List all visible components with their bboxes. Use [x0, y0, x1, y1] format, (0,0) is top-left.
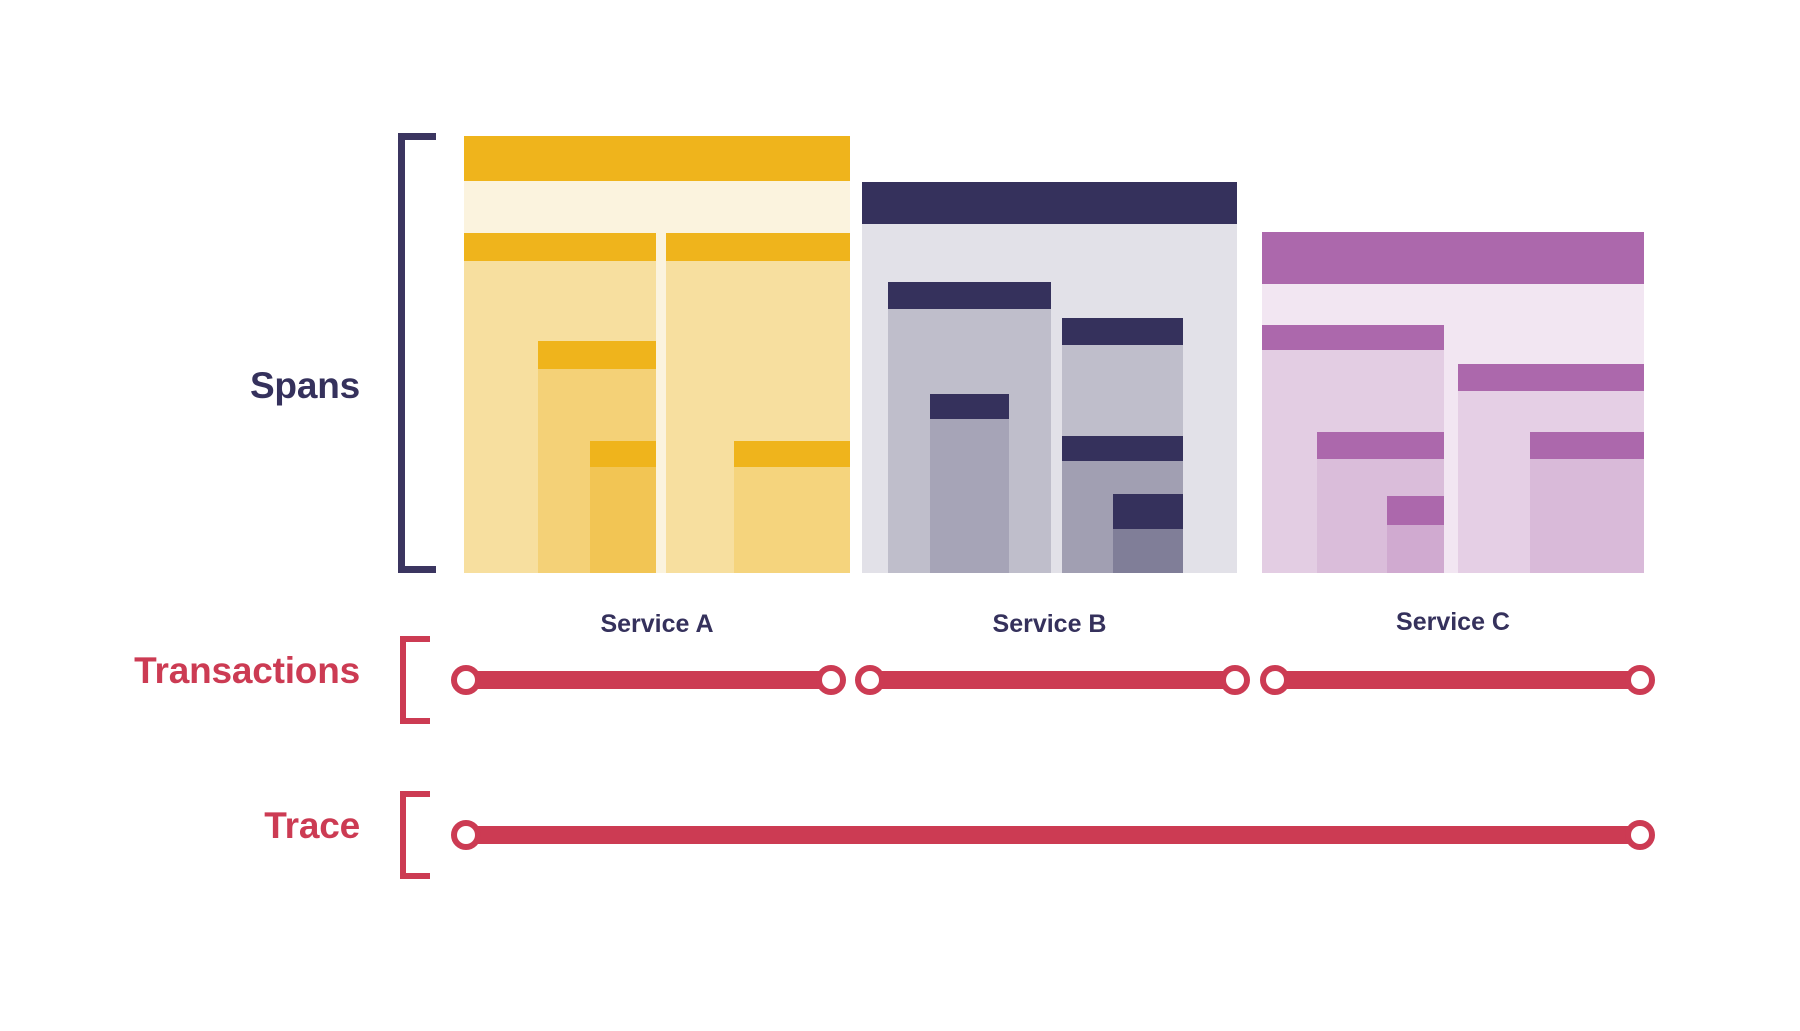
trace-node-start[interactable]	[451, 820, 481, 850]
span-head	[1062, 318, 1183, 345]
span-body	[666, 233, 850, 573]
span-head	[464, 136, 850, 181]
span-head	[1317, 432, 1444, 459]
row-label-spans: Spans	[249, 365, 360, 406]
span-head	[1387, 496, 1444, 525]
row-label-transactions: Transactions	[134, 650, 360, 691]
service-caption-a: Service A	[600, 610, 714, 638]
span-head	[930, 394, 1009, 419]
bracket-trace	[400, 791, 430, 879]
span-service-a-child-4[interactable]	[590, 441, 656, 573]
transaction-node-a-start[interactable]	[451, 665, 481, 695]
transaction-node-c-end[interactable]	[1625, 665, 1655, 695]
span-head	[464, 233, 656, 261]
span-body	[464, 233, 656, 573]
service-caption-c: Service C	[1396, 608, 1510, 636]
span-head	[888, 282, 1051, 309]
span-service-a-child-2[interactable]	[666, 233, 850, 573]
transaction-node-c-start[interactable]	[1260, 665, 1290, 695]
span-head	[1262, 232, 1644, 284]
span-head	[538, 341, 656, 369]
transaction-segment-service-c[interactable]	[1268, 671, 1643, 689]
span-body	[1262, 232, 1644, 573]
bracket-spans	[398, 133, 436, 573]
span-service-c-child-3[interactable]	[1387, 496, 1444, 573]
span-body	[930, 394, 1009, 573]
span-service-c-child-4[interactable]	[1458, 364, 1644, 573]
service-block-service-b	[862, 182, 1237, 573]
span-service-a-root[interactable]	[464, 136, 850, 573]
span-head	[862, 182, 1237, 224]
span-body	[888, 282, 1051, 573]
span-head	[734, 441, 850, 467]
transaction-segment-service-b[interactable]	[863, 671, 1238, 689]
transaction-node-a-end[interactable]	[816, 665, 846, 695]
trace-segment[interactable]	[459, 826, 1643, 844]
span-service-c-child-5[interactable]	[1530, 432, 1644, 573]
service-caption-b: Service B	[992, 610, 1107, 638]
span-service-b-child-1[interactable]	[888, 282, 1051, 573]
span-service-b-child-2[interactable]	[930, 394, 1009, 573]
span-head	[666, 233, 850, 261]
service-block-service-a	[464, 136, 850, 573]
span-body	[464, 136, 850, 573]
trace-node-end[interactable]	[1625, 820, 1655, 850]
bracket-transactions	[400, 636, 430, 724]
span-head	[1458, 364, 1644, 391]
span-head	[590, 441, 656, 467]
row-label-trace: Trace	[264, 805, 360, 846]
span-service-c-root[interactable]	[1262, 232, 1644, 573]
span-body	[1458, 364, 1644, 573]
span-head	[1262, 325, 1444, 350]
span-service-a-child-1[interactable]	[464, 233, 656, 573]
span-service-b-child-5[interactable]	[1113, 494, 1183, 573]
span-head	[1113, 494, 1183, 529]
span-head	[1062, 436, 1183, 461]
transaction-node-b-start[interactable]	[855, 665, 885, 695]
transaction-segment-service-a[interactable]	[459, 671, 834, 689]
service-block-service-c	[1262, 232, 1644, 573]
span-head	[1530, 432, 1644, 459]
span-service-a-child-5[interactable]	[734, 441, 850, 573]
transaction-node-b-end[interactable]	[1220, 665, 1250, 695]
